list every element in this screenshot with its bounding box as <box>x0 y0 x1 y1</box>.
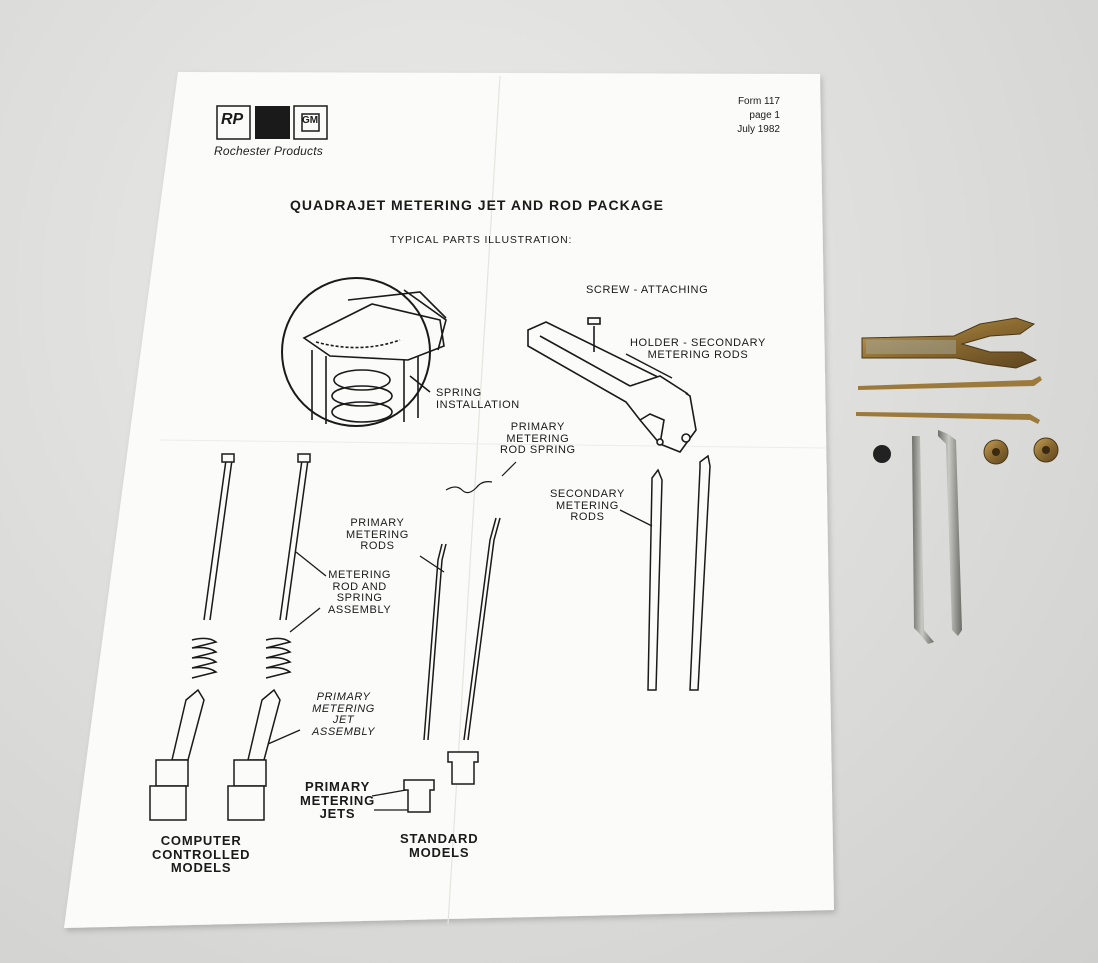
label-secondary-rods: SECONDARY METERING RODS <box>550 488 625 524</box>
label-primary-rods: PRIMARY METERING RODS <box>346 517 409 553</box>
label-standard-models: STANDARD MODELS <box>400 831 479 860</box>
label-primary-jets: PRIMARY METERING JETS <box>300 779 376 822</box>
label-screw: SCREW - ATTACHING <box>586 284 709 296</box>
page-title: QUADRAJET METERING JET AND ROD PACKAGE <box>290 197 665 213</box>
primary-rod-part-1 <box>912 436 934 644</box>
form-page: page 1 <box>749 110 780 121</box>
company-name: Rochester Products <box>214 144 323 158</box>
holder-drawing <box>527 317 697 453</box>
primary-rod-part-2 <box>938 430 962 636</box>
secondary-rod-part-2 <box>856 412 1040 424</box>
primary-rods-drawing <box>403 517 501 813</box>
logo-gm: GM <box>302 115 319 126</box>
secondary-rod-part-1 <box>858 376 1042 390</box>
logo-rp: RP <box>221 111 244 128</box>
label-primary-jet-assembly: PRIMARY METERING JET ASSEMBLY <box>312 691 376 738</box>
paper-fold-line-h <box>159 439 827 449</box>
rod-spring-drawing <box>445 481 493 494</box>
label-rod-spring-assembly: METERING ROD AND SPRING ASSEMBLY <box>328 569 392 616</box>
real-parts <box>856 317 1059 644</box>
holder-arrow <box>625 353 673 379</box>
secondary-rods-drawing <box>647 454 711 691</box>
form-date: July 1982 <box>737 124 780 135</box>
paper-sheet <box>64 72 834 928</box>
label-spring-installation: SPRING INSTALLATION <box>436 387 520 411</box>
label-computer-models: COMPUTER CONTROLLED MODELS <box>152 833 251 876</box>
rp-logo-box <box>216 105 251 140</box>
page-subtitle: TYPICAL PARTS ILLUSTRATION: <box>390 234 573 246</box>
black-logo-box <box>255 106 290 139</box>
spring-installation-detail <box>281 277 431 427</box>
label-primary-rod-spring: PRIMARY METERING ROD SPRING <box>500 421 576 457</box>
form-number: Form 117 <box>737 96 780 107</box>
label-holder: HOLDER - SECONDARY METERING RODS <box>630 337 766 361</box>
gm-logo-box <box>293 105 328 140</box>
computer-rod-assemblies <box>149 453 311 821</box>
screw-part <box>873 445 891 463</box>
